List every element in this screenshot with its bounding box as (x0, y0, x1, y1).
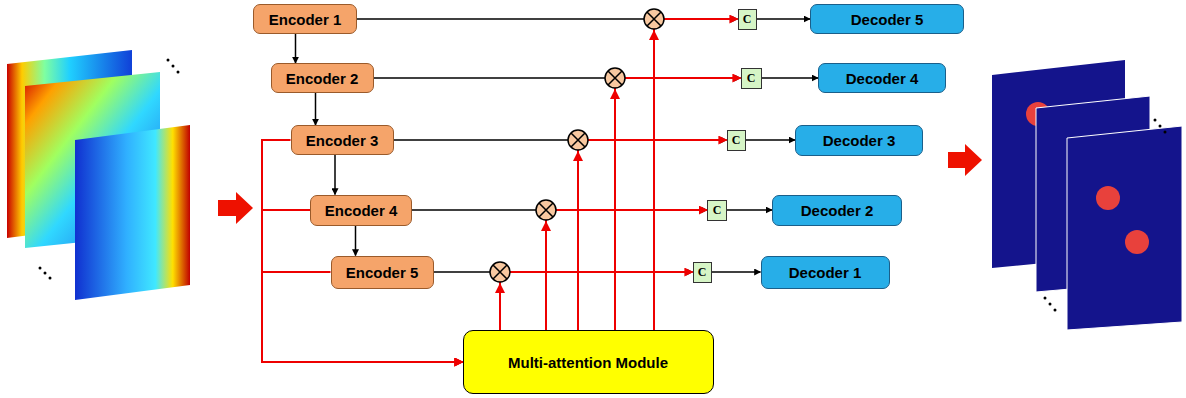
node-label: C (732, 133, 741, 148)
concat-box: C (707, 200, 727, 221)
mask-map (1067, 126, 1182, 330)
decoder-box: Decoder 2 (772, 195, 902, 226)
mask-region (1125, 230, 1149, 254)
node-label: C (747, 71, 756, 86)
attention-connector (262, 140, 463, 362)
ellipsis-dots (1044, 119, 1167, 312)
attention-connector (500, 272, 693, 330)
node-label: Decoder 3 (823, 132, 896, 149)
attention-connector (262, 210, 463, 362)
attention-connector (654, 19, 738, 330)
ellipsis-dots (39, 59, 180, 280)
node-label: Decoder 4 (846, 70, 919, 87)
feature-connector (762, 77, 819, 79)
encoder-box: Encoder 3 (291, 125, 394, 155)
concat-box: C (741, 68, 762, 89)
mask-region (1096, 186, 1120, 210)
feature-connector (295, 34, 297, 63)
node-label: Multi-attention Module (508, 354, 668, 371)
node-label: Encoder 2 (286, 70, 359, 87)
input-arrow (218, 192, 253, 224)
concat-box: C (738, 9, 757, 30)
node-label: Encoder 4 (325, 202, 398, 219)
attention-module-box: Multi-attention Module (463, 330, 714, 394)
decoder-box: Decoder 5 (810, 4, 964, 34)
decoder-box: Decoder 1 (761, 256, 890, 289)
node-label: C (743, 12, 752, 27)
multiply-symbols (490, 9, 664, 293)
feature-connector (355, 226, 357, 256)
node-label: Encoder 3 (306, 132, 379, 149)
decoder-box: Decoder 4 (818, 63, 946, 93)
node-label: Decoder 2 (801, 202, 874, 219)
attention-connector (615, 78, 741, 330)
output-arrow (948, 144, 982, 176)
node-label: Decoder 5 (851, 11, 924, 28)
feature-connector (727, 209, 772, 211)
node-label: Decoder 1 (789, 264, 862, 281)
feature-connector (315, 93, 317, 125)
feature-connector (334, 155, 336, 195)
node-label: C (698, 265, 707, 280)
concat-box: C (727, 130, 746, 151)
node-label: C (713, 203, 722, 218)
encoder-box: Encoder 4 (310, 195, 412, 226)
node-label: Encoder 1 (269, 11, 342, 28)
feature-connector (746, 139, 796, 141)
encoder-box: Encoder 2 (271, 63, 374, 93)
node-label: Encoder 5 (346, 264, 419, 281)
encoder-box: Encoder 5 (331, 256, 434, 289)
output-masks (992, 60, 1182, 330)
decoder-box: Decoder 3 (795, 125, 923, 156)
attention-connector (578, 140, 727, 330)
input-maps (7, 50, 190, 300)
heat-map (75, 125, 190, 300)
encoder-box: Encoder 1 (253, 4, 357, 34)
feature-connector (757, 18, 811, 20)
concat-box: C (693, 262, 712, 283)
feature-connector (712, 271, 761, 273)
attention-connector (546, 210, 707, 330)
